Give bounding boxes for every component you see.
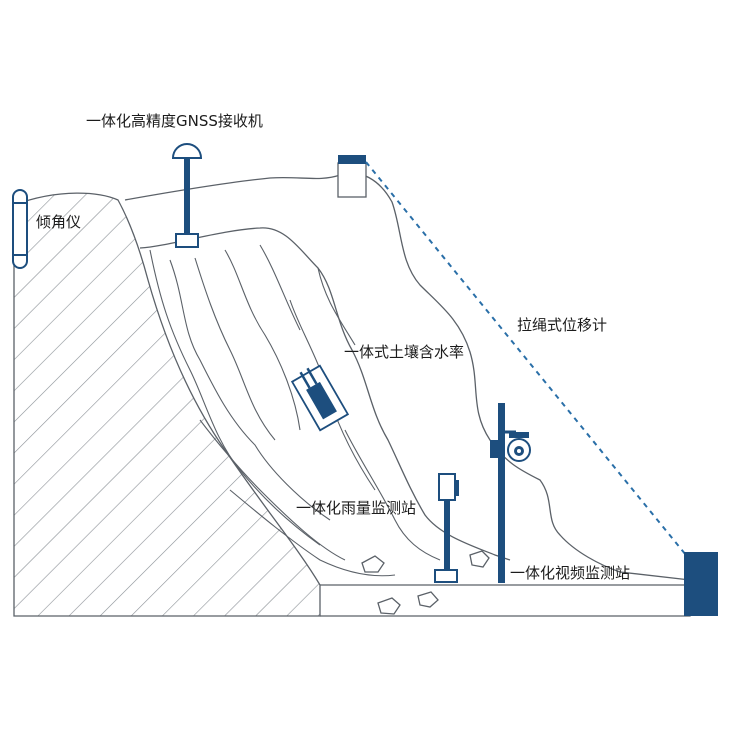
wire-displacement-meter-icon xyxy=(337,162,367,198)
video-monitoring-station xyxy=(490,403,531,583)
video-station-label: 一体化视频监测站 xyxy=(510,564,631,582)
ground-base xyxy=(320,584,691,617)
wire-displacement-meter xyxy=(337,155,718,616)
rain-gauge-station xyxy=(434,473,459,583)
soil-moisture-sensor-icon xyxy=(306,381,337,420)
tiltmeter xyxy=(12,189,28,269)
soil-moisture-sensor xyxy=(290,364,350,432)
gnss-receiver-label: 一体化高精度GNSS接收机 xyxy=(86,112,263,130)
landslide-mass xyxy=(124,172,691,581)
gnss-antenna-icon xyxy=(171,143,203,159)
wire-anchor-block xyxy=(684,552,718,616)
bedrock-hatched-area xyxy=(13,192,321,617)
tiltmeter-label: 倾角仪 xyxy=(36,213,82,231)
tiltmeter-icon xyxy=(12,189,28,269)
slide-crack-lines xyxy=(149,244,441,577)
gnss-receiver xyxy=(171,143,203,248)
wire-displacement-meter-label: 拉绳式位移计 xyxy=(517,316,608,334)
soil-moisture-label: 一体式土壤含水率 xyxy=(344,343,465,361)
rain-gauge-label: 一体化雨量监测站 xyxy=(296,499,417,517)
rocks xyxy=(361,550,490,615)
rain-gauge-icon xyxy=(438,473,456,501)
